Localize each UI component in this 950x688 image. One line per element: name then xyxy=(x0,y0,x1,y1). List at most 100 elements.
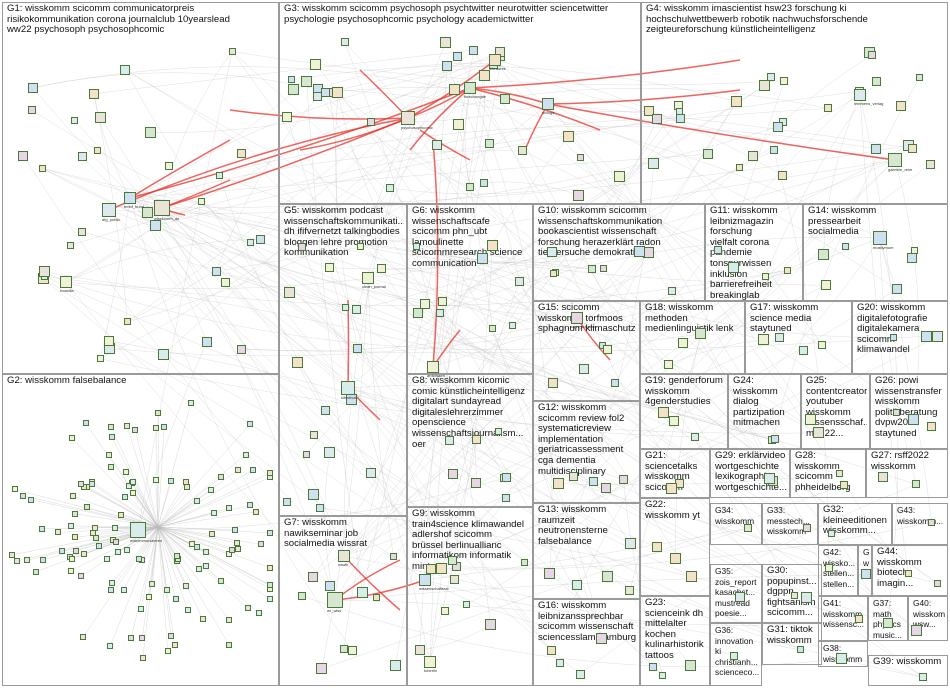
hub-node[interactable] xyxy=(424,656,436,668)
hub-node[interactable] xyxy=(60,276,72,288)
graph-node[interactable] xyxy=(596,632,608,644)
hub-node[interactable] xyxy=(401,111,415,125)
graph-node[interactable] xyxy=(24,557,31,564)
hub-node[interactable] xyxy=(873,231,887,245)
graph-node[interactable] xyxy=(108,463,115,470)
graph-node[interactable] xyxy=(918,673,927,682)
graph-node[interactable] xyxy=(928,518,936,526)
graph-node[interactable] xyxy=(436,563,448,575)
hub-node[interactable] xyxy=(341,381,355,395)
graph-node[interactable] xyxy=(767,72,776,81)
graph-node[interactable] xyxy=(549,270,557,278)
graph-node[interactable] xyxy=(325,263,335,273)
graph-node[interactable] xyxy=(797,646,805,654)
graph-node[interactable] xyxy=(195,566,202,573)
graph-node[interactable] xyxy=(28,106,37,115)
graph-node[interactable] xyxy=(747,150,758,161)
graph-node[interactable] xyxy=(588,477,598,487)
graph-node[interactable] xyxy=(302,450,310,458)
graph-node[interactable] xyxy=(167,632,174,639)
graph-node[interactable] xyxy=(603,344,613,354)
graph-node[interactable] xyxy=(149,220,161,232)
graph-node[interactable] xyxy=(758,334,770,346)
graph-node[interactable] xyxy=(908,413,920,425)
graph-node[interactable] xyxy=(702,149,713,160)
hub-node[interactable] xyxy=(327,592,343,608)
graph-node[interactable] xyxy=(413,243,421,251)
graph-node[interactable] xyxy=(442,61,453,72)
graph-node[interactable] xyxy=(365,468,376,479)
graph-node[interactable] xyxy=(123,318,131,326)
graph-node[interactable] xyxy=(625,585,635,595)
graph-node[interactable] xyxy=(426,563,437,574)
graph-node[interactable] xyxy=(450,575,460,585)
graph-node[interactable] xyxy=(372,594,380,602)
graph-node[interactable] xyxy=(618,475,628,485)
graph-node[interactable] xyxy=(68,435,75,442)
graph-node[interactable] xyxy=(211,266,221,276)
graph-node[interactable] xyxy=(761,272,769,280)
graph-node[interactable] xyxy=(447,556,457,566)
graph-node[interactable] xyxy=(652,113,663,124)
graph-node[interactable] xyxy=(168,478,175,485)
hub-node[interactable] xyxy=(154,200,170,216)
graph-node[interactable] xyxy=(644,106,654,117)
graph-node[interactable] xyxy=(463,601,471,609)
graph-node[interactable] xyxy=(77,573,84,580)
hub-node[interactable] xyxy=(888,153,902,167)
graph-node[interactable] xyxy=(904,570,912,578)
graph-node[interactable] xyxy=(448,84,460,96)
graph-node[interactable] xyxy=(88,480,95,487)
graph-node[interactable] xyxy=(27,496,34,503)
graph-node[interactable] xyxy=(763,473,775,485)
graph-node[interactable] xyxy=(489,325,497,333)
graph-node[interactable] xyxy=(309,430,318,439)
graph-node[interactable] xyxy=(95,543,102,550)
graph-node[interactable] xyxy=(520,558,528,566)
graph-node[interactable] xyxy=(71,117,79,125)
graph-node[interactable] xyxy=(575,669,585,679)
graph-node[interactable] xyxy=(714,246,723,255)
graph-node[interactable] xyxy=(824,564,833,573)
graph-node[interactable] xyxy=(78,227,87,236)
graph-node[interactable] xyxy=(103,555,110,562)
graph-node[interactable] xyxy=(187,400,194,407)
graph-node[interactable] xyxy=(117,511,124,518)
graph-node[interactable] xyxy=(668,416,679,427)
graph-node[interactable] xyxy=(253,508,260,515)
graph-node[interactable] xyxy=(572,579,583,590)
graph-node[interactable] xyxy=(743,524,752,533)
graph-node[interactable] xyxy=(226,641,233,648)
graph-node[interactable] xyxy=(182,583,189,590)
graph-node[interactable] xyxy=(80,633,87,640)
graph-node[interactable] xyxy=(103,335,114,346)
graph-node[interactable] xyxy=(288,76,296,84)
graph-node[interactable] xyxy=(469,45,479,55)
graph-node[interactable] xyxy=(791,591,799,599)
graph-node[interactable] xyxy=(256,234,266,244)
graph-node[interactable] xyxy=(624,537,636,549)
graph-node[interactable] xyxy=(59,548,66,555)
graph-node[interactable] xyxy=(649,662,658,671)
graph-node[interactable] xyxy=(685,659,697,671)
graph-node[interactable] xyxy=(508,321,516,329)
graph-node[interactable] xyxy=(563,131,575,143)
graph-node[interactable] xyxy=(321,88,331,98)
graph-node[interactable] xyxy=(547,646,557,656)
graph-node[interactable] xyxy=(309,58,321,70)
graph-node[interactable] xyxy=(173,552,180,559)
hub-node[interactable] xyxy=(854,89,866,101)
graph-node[interactable] xyxy=(435,308,444,317)
hub-node[interactable] xyxy=(464,82,476,94)
graph-node[interactable] xyxy=(352,304,362,314)
graph-node[interactable] xyxy=(165,162,174,171)
graph-node[interactable] xyxy=(356,586,368,598)
graph-node[interactable] xyxy=(282,112,293,123)
graph-node[interactable] xyxy=(121,494,128,501)
graph-node[interactable] xyxy=(610,378,619,387)
graph-node[interactable] xyxy=(107,423,114,430)
graph-node[interactable] xyxy=(155,410,162,417)
hub-node[interactable] xyxy=(542,98,554,110)
graph-node[interactable] xyxy=(233,540,240,547)
graph-node[interactable] xyxy=(27,82,38,93)
